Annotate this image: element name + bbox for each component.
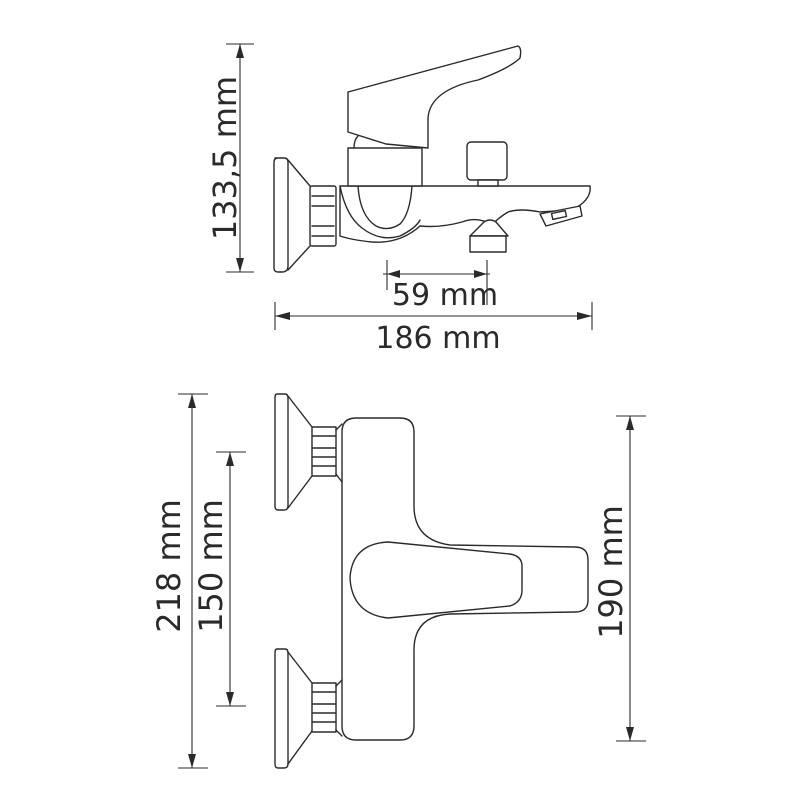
label-inlet-spacing: 150 mm bbox=[192, 499, 230, 633]
wall-flange-top bbox=[274, 393, 289, 511]
dimension-total-height: 218 mm bbox=[150, 393, 208, 769]
mixer-body-side bbox=[339, 185, 591, 243]
hex-nut-top bbox=[311, 426, 337, 477]
dimension-spout-offset: 59 mm bbox=[383, 260, 498, 313]
hex-nut-side bbox=[309, 185, 337, 247]
label-total-height: 218 mm bbox=[150, 499, 188, 633]
label-body-height: 190 mm bbox=[592, 505, 630, 639]
label-total-depth: 186 mm bbox=[375, 321, 500, 356]
wall-flange-bottom bbox=[274, 648, 289, 769]
label-side-height: 133,5 mm bbox=[206, 76, 244, 240]
lever-handle-side bbox=[347, 45, 522, 149]
dimension-total-depth: 186 mm bbox=[274, 302, 593, 356]
dimension-side-height: 133,5 mm bbox=[206, 43, 254, 273]
wall-flange-side bbox=[273, 157, 289, 273]
front-view bbox=[274, 393, 589, 769]
flange-cone-side bbox=[287, 159, 311, 271]
side-view bbox=[273, 45, 591, 273]
hex-nut-bottom bbox=[311, 682, 337, 733]
dimension-body-height: 190 mm bbox=[592, 415, 646, 742]
cartridge-housing bbox=[347, 147, 423, 187]
dimension-inlet-spacing: 150 mm bbox=[192, 451, 246, 707]
diverter-knob bbox=[466, 141, 508, 181]
bottom-outlet bbox=[469, 219, 509, 237]
lever-handle-front bbox=[349, 541, 523, 619]
label-spout-offset: 59 mm bbox=[392, 278, 498, 313]
